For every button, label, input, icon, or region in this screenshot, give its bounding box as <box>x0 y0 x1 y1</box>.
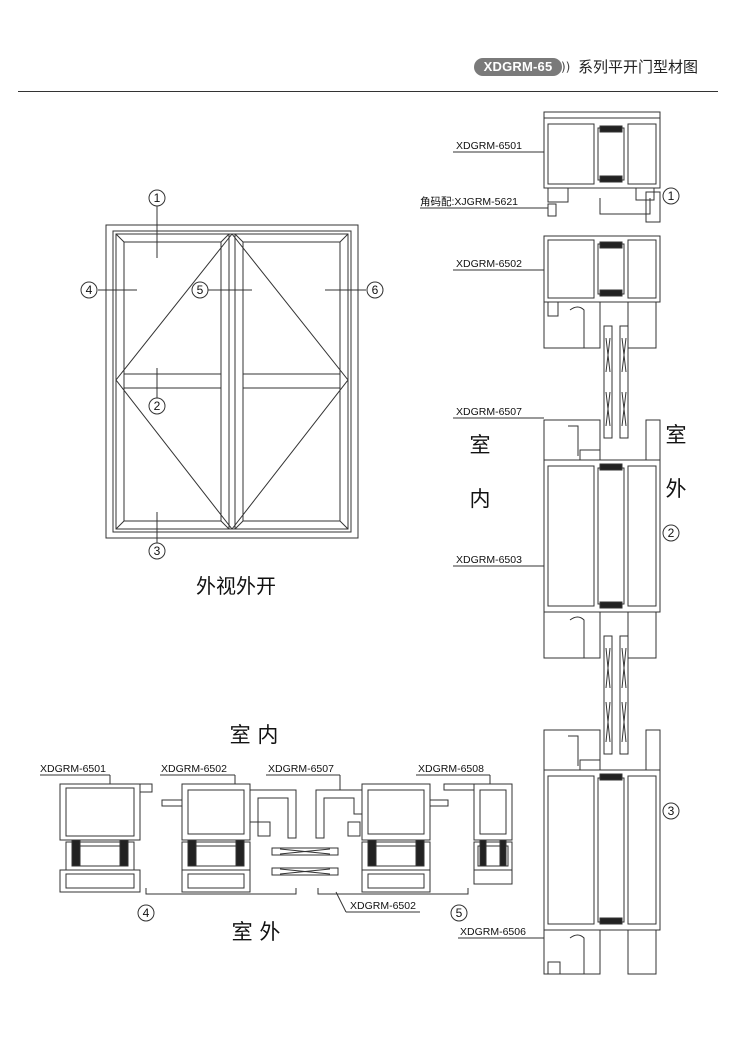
profile-6503-vertical <box>543 459 661 659</box>
outer-frame <box>105 224 359 539</box>
label-corner-5621: 角码配:XJGRM-5621 <box>420 196 518 208</box>
label-6506: XDGRM-6506 <box>460 926 526 938</box>
marker-6: 6 <box>372 283 379 297</box>
left-opening-lines <box>115 233 233 530</box>
outside-label-1: 室 <box>666 423 687 447</box>
right-opening-lines <box>231 233 349 530</box>
glazing-horizontal <box>271 847 339 876</box>
profile-6507-horizontal <box>249 789 363 839</box>
h-label-6501: XDGRM-6501 <box>40 763 106 775</box>
horizontal-section: 4 5 <box>40 774 513 922</box>
marker-3: 3 <box>154 544 161 558</box>
h-label-6507: XDGRM-6507 <box>268 763 334 775</box>
marker-2: 2 <box>154 399 161 413</box>
outside-label-2: 外 <box>666 477 687 501</box>
h-marker-4: 4 <box>143 906 150 920</box>
center-mullion <box>228 233 236 530</box>
h-outside-label: 室 外 <box>232 920 281 944</box>
left-sash-outer <box>115 233 230 530</box>
right-sash-inner <box>242 241 341 522</box>
horizontal-labels: 室 内 室 外 XDGRM-6501 XDGRM-6502 XDGRM-6507… <box>40 723 484 944</box>
h-label-6502-bottom: XDGRM-6502 <box>350 900 416 912</box>
series-badge: XDGRM-65 <box>474 58 562 76</box>
profile-6502-horizontal <box>161 783 251 893</box>
profile-6502-vertical <box>543 235 661 349</box>
vertical-labels: XDGRM-6501 角码配:XJGRM-5621 XDGRM-6502 XDG… <box>420 140 687 938</box>
inner-frame <box>112 230 352 533</box>
elevation-markers: 1 2 3 4 5 6 <box>80 189 384 560</box>
v-marker-2: 2 <box>668 526 675 540</box>
header-title: 系列平开门型材图 <box>578 58 699 76</box>
h-marker-5: 5 <box>456 906 463 920</box>
v-marker-1: 1 <box>668 189 675 203</box>
profile-6508-horizontal <box>443 783 513 885</box>
door-elevation <box>98 206 366 543</box>
marker-5: 5 <box>197 283 204 297</box>
v-marker-3: 3 <box>668 804 675 818</box>
profile-6506-vertical <box>543 729 661 975</box>
label-6501: XDGRM-6501 <box>456 140 522 152</box>
vertical-section: 1 2 3 <box>420 111 680 975</box>
badge-arrows: )) <box>561 60 571 74</box>
inside-label-2: 内 <box>470 487 491 511</box>
elevation-caption: 外视外开 <box>196 574 276 598</box>
h-label-6508: XDGRM-6508 <box>418 763 484 775</box>
profile-6502-horizontal-right <box>361 783 449 893</box>
profile-6501-horizontal <box>59 783 153 893</box>
left-transom <box>123 373 222 389</box>
right-transom <box>242 373 341 389</box>
h-label-6502: XDGRM-6502 <box>161 763 227 775</box>
label-6503: XDGRM-6503 <box>456 554 522 566</box>
inside-label-1: 室 <box>470 433 491 457</box>
h-inside-label: 室 内 <box>230 723 279 747</box>
marker-1: 1 <box>154 191 161 205</box>
glazing-upper <box>603 325 629 439</box>
left-sash-inner <box>123 241 222 522</box>
corner-piece-5621 <box>547 191 661 223</box>
label-6502: XDGRM-6502 <box>456 258 522 270</box>
profile-6507-vertical <box>543 419 661 461</box>
header-rule <box>18 91 718 92</box>
label-6507: XDGRM-6507 <box>456 406 522 418</box>
profile-6501-vertical <box>543 111 661 203</box>
marker-4: 4 <box>86 283 93 297</box>
glazing-lower <box>603 635 629 755</box>
right-sash-outer <box>234 233 349 530</box>
